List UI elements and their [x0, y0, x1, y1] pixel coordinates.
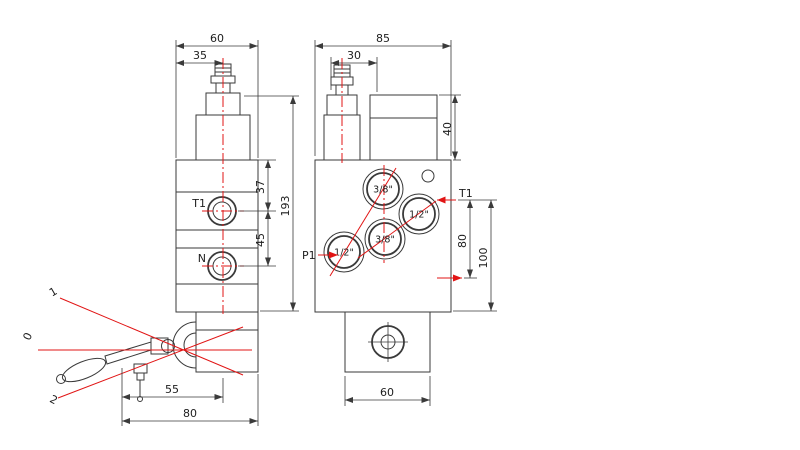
- left-valve-body: [175, 114, 259, 373]
- left-dimensions: 60 35 37 45 193 55 80: [121, 32, 299, 426]
- mounting-base: [344, 311, 431, 373]
- lever-pos-neutral-label: 0: [20, 331, 35, 343]
- lever-pos-down-label: 2: [48, 393, 60, 408]
- dim-lever-to-center: 55: [165, 383, 179, 396]
- dim-base-width: 60: [380, 386, 394, 399]
- dim-top-to-t1: 37: [254, 180, 267, 194]
- lever-handle: [104, 341, 152, 365]
- dim-left-width-to-relief: 35: [193, 49, 207, 62]
- port-label-t1: T1: [191, 197, 206, 210]
- left-centerlines: [202, 58, 244, 314]
- port-size-left: 1/2": [334, 248, 354, 259]
- flow-arrows: [318, 196, 462, 282]
- right-dimensions: 85 30 40 80 100 60: [314, 32, 497, 406]
- flow-label-p1: P1: [302, 249, 316, 262]
- dim-left-width-total: 60: [210, 32, 224, 45]
- lever-pos-up-label: 1: [47, 285, 60, 300]
- left-view: 1 0 2 T1 N 60 35 37 45 193: [20, 32, 299, 426]
- port-circle-middle: [368, 222, 402, 256]
- dim-cap-height: 40: [441, 122, 454, 136]
- dim-height-total: 193: [279, 196, 292, 217]
- dim-t1-to-outlet: 80: [456, 234, 469, 248]
- port-size-right: 1/2": [409, 210, 429, 221]
- lever-position-lines: [38, 297, 252, 399]
- lever-grip: [61, 357, 107, 383]
- dim-t1-to-bottom: 100: [477, 248, 490, 269]
- dim-t1-to-n: 45: [254, 233, 267, 247]
- left-relief-valve: [205, 63, 241, 116]
- port-circle-left: [327, 235, 361, 269]
- dim-lever-to-edge: 80: [183, 407, 197, 420]
- right-view: 3/8" 1/2" 3/8" 1/2" T1 P1 85 30: [302, 32, 497, 406]
- port-size-top: 3/8": [373, 185, 393, 196]
- flow-label-t1: T1: [458, 187, 473, 200]
- port-size-middle: 3/8": [375, 235, 395, 246]
- dim-right-width-total: 85: [376, 32, 390, 45]
- port-label-n: N: [198, 252, 206, 265]
- right-centerlines: [329, 58, 437, 277]
- dim-relief-offset: 30: [347, 49, 361, 62]
